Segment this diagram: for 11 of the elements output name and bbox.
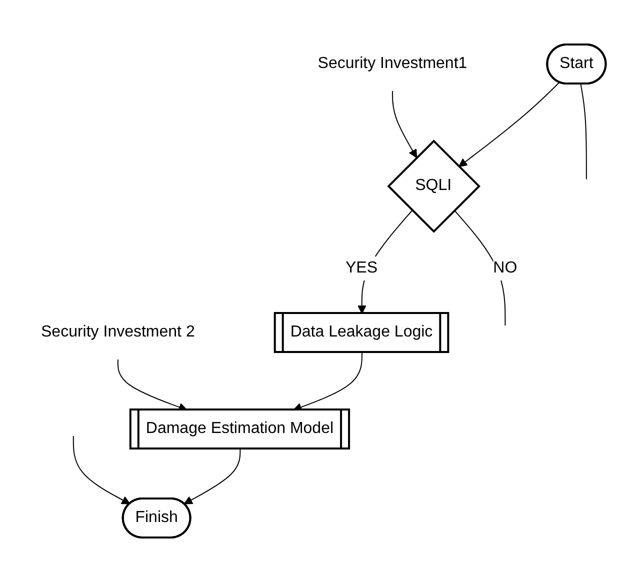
edge-label: NO: [493, 259, 518, 276]
arrow: [458, 82, 560, 167]
arrow: [184, 448, 241, 504]
edge-label: YES: [346, 259, 378, 276]
node-text: Security Investment 2: [41, 323, 195, 340]
arrow: [73, 435, 130, 504]
node-diamond: SQLI: [387, 139, 481, 233]
node-text: Security Investment1: [318, 54, 468, 72]
connector: [454, 210, 506, 326]
arrow: [392, 90, 418, 158]
connector: [580, 83, 588, 180]
